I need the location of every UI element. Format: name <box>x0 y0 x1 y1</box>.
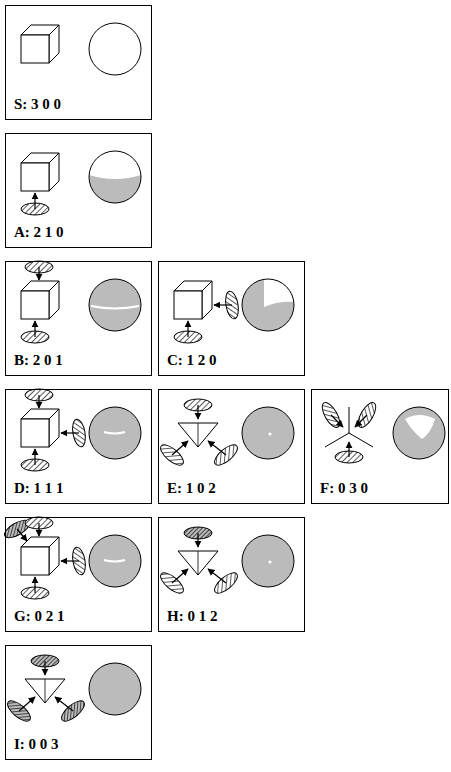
sphere <box>89 407 141 459</box>
cube-face <box>49 25 59 63</box>
arrow <box>355 415 367 427</box>
arrow <box>38 523 39 536</box>
sphere-outline <box>393 407 445 459</box>
panel-box: C: 1 2 0 <box>158 261 305 376</box>
panel-box: D: 1 1 1 <box>5 389 152 504</box>
panel-label: D: 1 1 1 <box>13 480 65 497</box>
cube-face <box>49 281 59 319</box>
sensor-disk <box>355 400 379 430</box>
edge-line <box>45 679 46 703</box>
arrow <box>348 442 349 457</box>
arrow <box>331 415 343 427</box>
sphere-outline <box>89 279 141 331</box>
panel-box: I: 0 0 3 <box>5 645 152 760</box>
arrow <box>55 697 73 711</box>
sphere-outline <box>242 535 294 587</box>
free-point <box>268 560 271 563</box>
cube-face <box>21 291 49 319</box>
edge-line <box>198 551 199 575</box>
free-region <box>264 279 294 307</box>
arrow <box>38 395 39 408</box>
arrow <box>172 569 188 583</box>
panel-box: E: 1 0 2 <box>158 389 305 504</box>
arrow <box>214 304 232 305</box>
edge-line <box>325 433 349 447</box>
arrow <box>17 529 27 541</box>
sphere <box>242 535 294 587</box>
edge-line <box>349 407 350 433</box>
cube-face <box>21 35 49 63</box>
arrow <box>61 432 79 433</box>
arrow <box>19 697 35 711</box>
panel-box: B: 2 0 1 <box>5 261 152 376</box>
arrow <box>197 533 198 547</box>
free-arc <box>104 432 125 434</box>
arrow <box>34 193 35 209</box>
panel-label: E: 1 0 2 <box>166 480 217 497</box>
arrow <box>172 441 188 455</box>
panel-box: H: 0 1 2 <box>158 517 305 632</box>
panel-label: C: 1 2 0 <box>166 352 218 369</box>
arrow <box>34 577 35 593</box>
arrow <box>187 321 188 337</box>
sphere <box>89 279 141 331</box>
free-arc <box>104 560 125 562</box>
panel-label: G: 0 2 1 <box>13 608 65 625</box>
panel-label: B: 2 0 1 <box>13 352 64 369</box>
cube-face <box>21 547 49 575</box>
sphere-outline <box>242 279 294 331</box>
sphere <box>242 407 294 459</box>
arrow <box>197 405 198 419</box>
arrow <box>61 560 79 561</box>
panel-label: H: 0 1 2 <box>166 608 218 625</box>
sphere-outline <box>89 151 141 203</box>
sphere-outline <box>89 535 141 587</box>
panel-box: A: 2 1 0 <box>5 133 152 248</box>
cube-face <box>49 409 59 447</box>
edge-line <box>349 433 373 447</box>
sphere-outline <box>89 23 141 75</box>
cube-face <box>21 419 49 447</box>
panel-label: F: 0 3 0 <box>319 480 369 497</box>
sphere <box>393 407 445 459</box>
cube-face <box>21 163 49 191</box>
panel-label: A: 2 1 0 <box>13 224 65 241</box>
panel-box: G: 0 2 1 <box>5 517 152 632</box>
cube-face <box>49 153 59 191</box>
arrow <box>38 267 39 280</box>
triangle-face <box>178 423 218 447</box>
sphere <box>89 23 141 75</box>
arrow <box>34 321 35 337</box>
sensor-disk <box>319 400 343 430</box>
sphere-outline <box>89 407 141 459</box>
triangle-face <box>25 679 65 703</box>
panel-label: I: 0 0 3 <box>13 736 60 753</box>
sphere <box>89 535 141 587</box>
panel-label: S: 3 0 0 <box>13 96 62 113</box>
sphere-outline <box>89 663 141 715</box>
sphere <box>242 279 294 331</box>
free-arc <box>91 306 139 309</box>
free-region <box>405 415 435 439</box>
cube-face <box>174 291 202 319</box>
arrow <box>34 449 35 465</box>
sphere <box>89 151 141 203</box>
arrow <box>208 569 226 583</box>
panel-box: F: 0 3 0 <box>311 389 449 504</box>
edge-line <box>198 423 199 447</box>
cube-face <box>202 281 212 319</box>
sphere-outline <box>242 407 294 459</box>
sphere <box>89 663 141 715</box>
shaded-region <box>89 175 141 203</box>
arrow <box>44 661 45 675</box>
panel-box: S: 3 0 0 <box>5 5 152 120</box>
cube-face <box>49 537 59 575</box>
triangle-face <box>178 551 218 575</box>
arrow <box>208 441 226 455</box>
free-point <box>268 432 271 435</box>
